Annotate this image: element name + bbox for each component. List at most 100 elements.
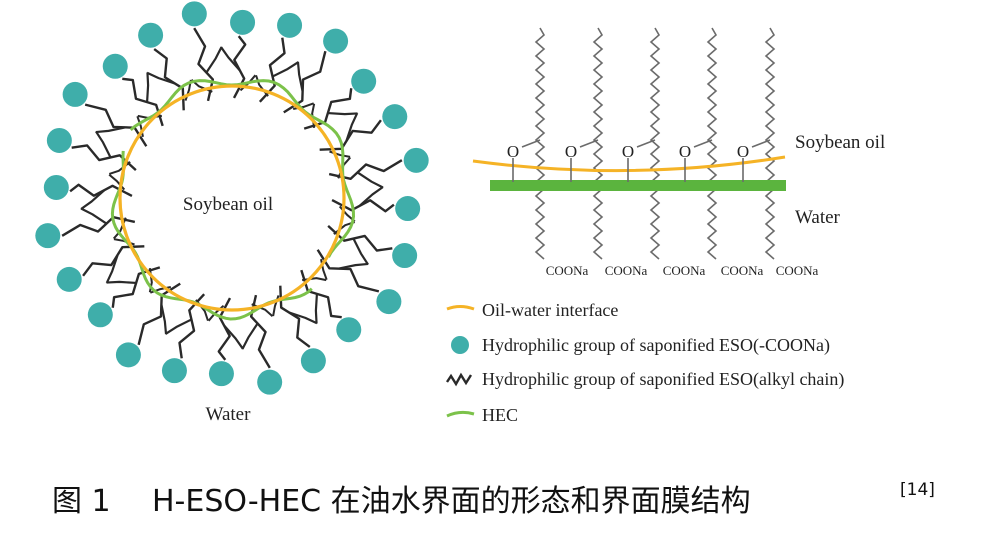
hydrophilic-head-icon <box>376 289 402 315</box>
oxygen-label: O <box>565 142 577 161</box>
oil-water-interface-circle <box>118 84 346 312</box>
oxygen-label: O <box>507 142 519 161</box>
linker-bond <box>693 139 713 148</box>
coona-label: COONa <box>663 263 706 278</box>
alkyl-chain-branch <box>205 46 223 74</box>
teal-dot-icon <box>451 336 469 354</box>
alkyl-chain-branch <box>345 112 359 142</box>
alkyl-chain-branch <box>302 277 327 282</box>
legend: Oil-water interface Hydrophilic group of… <box>446 300 844 425</box>
alkyl-chain-branch <box>80 189 105 210</box>
hydrophilic-head-icon <box>181 1 207 27</box>
alkyl-chain-branch <box>327 111 358 116</box>
coona-label: COONa <box>605 263 648 278</box>
hydrophilic-head-icon <box>230 9 256 35</box>
alkyl-chain-branch <box>352 237 369 266</box>
film-water-label: Water <box>795 207 841 228</box>
coona-label: COONa <box>721 263 764 278</box>
interface-film-diagram: O O O O O COONa COONa COONa COONa COONa Soyb… <box>472 27 885 278</box>
micelle-core-label: Soybean oil <box>183 194 273 215</box>
legend-item: HEC <box>446 405 518 425</box>
hydrophilic-head-icon <box>336 317 362 343</box>
hydrophilic-head-icon <box>392 243 418 269</box>
micelle-heads <box>35 1 429 395</box>
hydrophilic-head-icon <box>277 12 303 38</box>
hydrophilic-head-icon <box>161 358 187 384</box>
hydrophilic-head-icon <box>115 342 141 368</box>
oxygen-label: O <box>679 142 691 161</box>
hydrophilic-head-icon <box>102 53 128 79</box>
hec-film-bar <box>490 180 786 191</box>
alkyl-chain-branch <box>356 171 384 189</box>
hydrophilic-head-icon <box>208 361 234 387</box>
legend-item: Oil-water interface <box>446 300 618 320</box>
alkyl-chain-branch <box>288 311 318 325</box>
hydrophilic-head-icon <box>35 223 61 249</box>
alkyl-chain-branch <box>95 130 112 159</box>
linker-bond <box>579 139 599 148</box>
alkyl-chain-branch <box>338 262 369 270</box>
alkyl-chain-branch <box>146 71 176 85</box>
hydrophilic-head-icon <box>382 104 408 130</box>
caption-prefix: 图 1 <box>52 484 111 519</box>
legend-item: Hydrophilic group of saponified ESO(alky… <box>446 369 844 390</box>
micelle-water-label: Water <box>206 404 252 425</box>
hydrophilic-head-icon <box>87 302 113 328</box>
hec-arc <box>110 150 313 321</box>
linker-bond <box>636 139 656 148</box>
alkyl-chain-branch <box>223 325 244 350</box>
legend-label: Hydrophilic group of saponified ESO(alky… <box>482 369 844 390</box>
legend-item: Hydrophilic group of saponified ESO(-COO… <box>451 335 830 356</box>
figure-caption: 图 1 H-ESO-HEC 在油水界面的形态和界面膜结构 [14] <box>52 480 935 519</box>
legend-label: Oil-water interface <box>482 300 618 320</box>
hydrophilic-head-icon <box>62 81 88 107</box>
legend-label: Hydrophilic group of saponified ESO(-COO… <box>482 335 830 356</box>
alkyl-chain-branch <box>95 126 126 134</box>
alkyl-chain-branch <box>359 186 384 207</box>
legend-label: HEC <box>482 405 518 425</box>
alkyl-chain-branch <box>296 61 304 92</box>
alkyl-chain-branch <box>105 254 119 284</box>
alkyl-chain-branch <box>164 318 193 335</box>
linker-bond <box>521 139 541 148</box>
linker-bond <box>751 139 771 148</box>
interface-line-icon <box>446 305 475 311</box>
zigzag-tail <box>592 27 604 260</box>
film-coona-labels: COONa COONa COONa COONa COONa <box>546 263 819 278</box>
zigzag-tail <box>764 27 776 260</box>
alkyl-chain-branch <box>80 207 108 225</box>
hydrophilic-head-icon <box>403 147 429 173</box>
hydrophilic-head-icon <box>138 22 164 48</box>
caption-reference: [14] <box>900 480 935 500</box>
alkyl-chain-branch <box>241 322 259 350</box>
zigzag-tail <box>534 27 546 260</box>
hydrophilic-head-icon <box>46 127 72 153</box>
zigzag-tail <box>649 27 661 260</box>
alkyl-chain-branch <box>160 304 168 335</box>
coona-label: COONa <box>546 263 589 278</box>
oxygen-label: O <box>737 142 749 161</box>
caption-title: H-ESO-HEC 在油水界面的形态和界面膜结构 <box>152 484 751 519</box>
coona-label: COONa <box>776 263 819 278</box>
alkyl-chain-branch <box>271 61 300 78</box>
film-tails <box>534 27 776 260</box>
zigzag-chain-icon <box>446 372 473 387</box>
alkyl-chain <box>303 88 353 130</box>
zigzag-tail <box>706 27 718 260</box>
alkyl-chain-branch <box>220 46 241 71</box>
alkyl-chain <box>122 77 164 127</box>
film-oil-label: Soybean oil <box>795 132 885 153</box>
hec-arc <box>129 79 356 258</box>
hydrophilic-head-icon <box>395 196 421 222</box>
alkyl-chain-branch <box>145 72 150 103</box>
hydrophilic-head-icon <box>300 348 326 374</box>
hec-line-icon <box>446 410 475 418</box>
oxygen-label: O <box>622 142 634 161</box>
hydrophilic-head-icon <box>56 266 82 292</box>
hydrophilic-head-icon <box>351 68 377 94</box>
hydrophilic-head-icon <box>323 28 349 54</box>
hydrophilic-head-icon <box>43 174 69 200</box>
alkyl-chain-branch <box>106 280 137 285</box>
